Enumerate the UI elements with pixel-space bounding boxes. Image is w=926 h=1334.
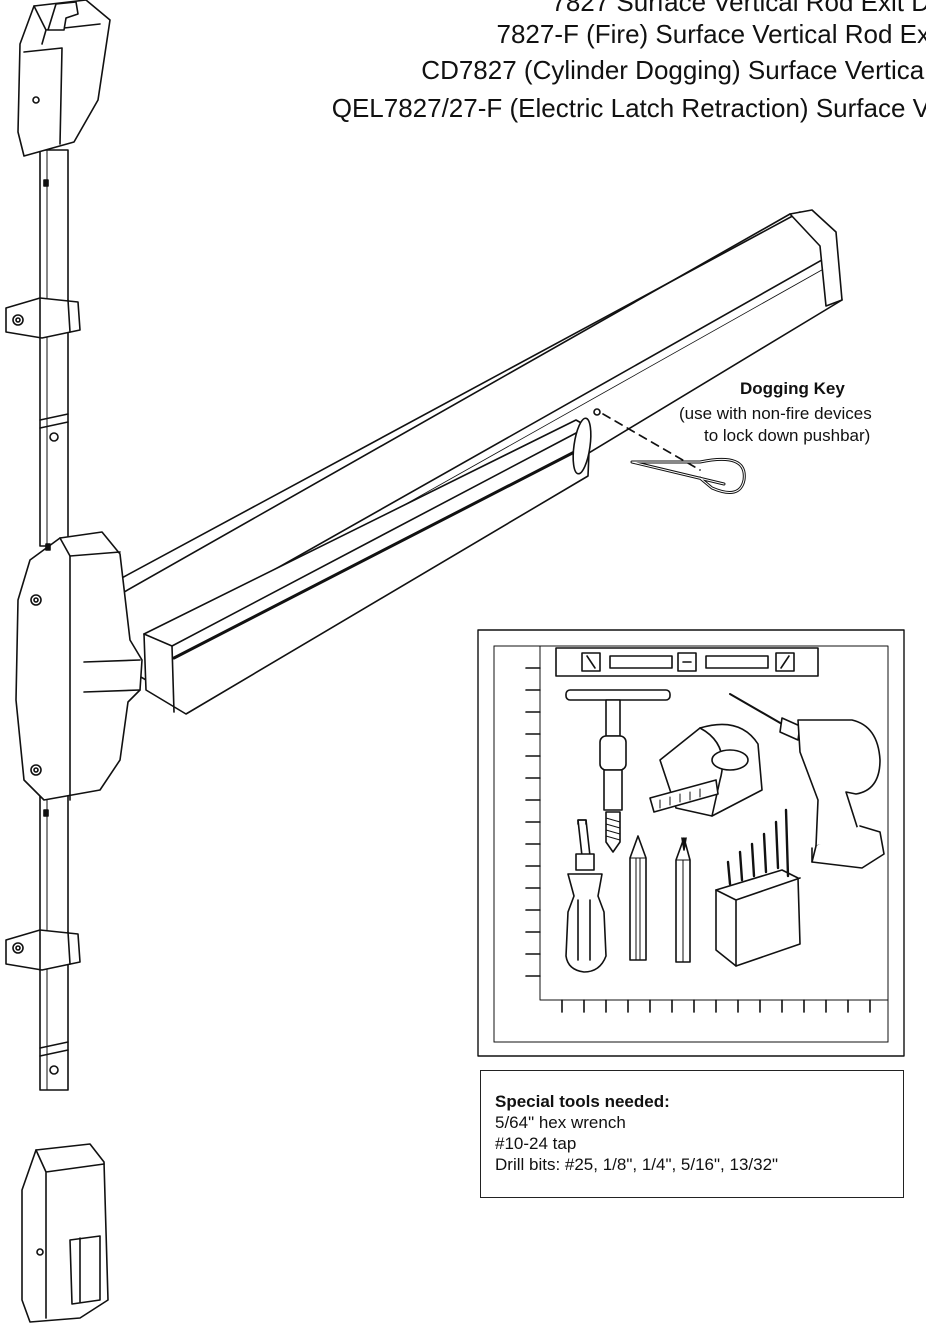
center-case [15, 531, 143, 801]
screwdriver-icon [565, 819, 607, 973]
header-line-4: QEL7827/27-F (Electric Latch Retraction)… [331, 93, 926, 123]
bottom-latch-case [21, 1143, 109, 1323]
tool-item: #10-24 tap [495, 1134, 577, 1153]
dogging-key-note-line2: to lock down pushbar) [704, 426, 871, 445]
dogging-key-title: Dogging Key [740, 379, 845, 398]
level-icon [555, 647, 819, 677]
tool-item: Drill bits: #25, 1/8", 1/4", 5/16", 13/3… [495, 1155, 779, 1174]
pencil-icon [675, 837, 691, 963]
drill-bit-set-icon [715, 808, 801, 967]
dogging-key-icon [593, 408, 746, 494]
rod-guide-lower [5, 929, 81, 971]
special-tools-list: 5/64" hex wrench #10-24 tap Drill bits: … [495, 1112, 903, 1175]
rod-guide-upper [5, 297, 81, 339]
pencil-icon [629, 835, 647, 961]
cordless-drill-icon [729, 693, 885, 869]
t-handle-tap-icon [565, 689, 671, 853]
header-line-2: 7827-F (Fire) Surface Vertical Rod Ex [496, 19, 926, 49]
tool-item: 5/64" hex wrench [495, 1113, 626, 1132]
tools-illustration [477, 629, 905, 1057]
header-line-1: 7827 Surface Vertical Rod Exit D [551, 0, 926, 17]
top-latch-case [17, 0, 111, 157]
tape-measure-icon [649, 723, 763, 817]
ruler-icon [493, 645, 889, 1043]
vertical-rod [39, 149, 69, 1091]
special-tools-title: Special tools needed: [495, 1092, 670, 1111]
header-line-3: CD7827 (Cylinder Dogging) Surface Vertic… [421, 55, 926, 85]
touch-pad [143, 417, 592, 715]
dogging-key-note-line1: (use with non-fire devices [679, 404, 872, 423]
special-tools-box: Special tools needed: 5/64" hex wrench #… [480, 1070, 904, 1198]
